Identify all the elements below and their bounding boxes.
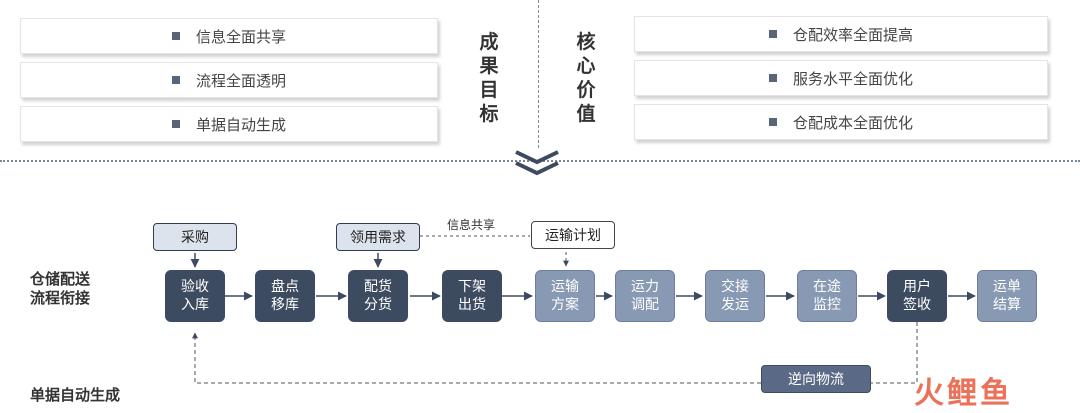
goal-heading-char: 标 [479, 103, 499, 125]
goal-heading-char: 果 [479, 55, 499, 77]
value-card-label: 仓配效率全面提高 [792, 25, 913, 44]
value-card-label: 服务水平全面优化 [792, 69, 913, 88]
flow-node-picking: 配货 分货 [348, 270, 408, 322]
value-heading: 核 心 价 值 [571, 30, 601, 126]
bullet-icon [171, 32, 180, 40]
info-share-label: 信息共享 [447, 218, 496, 232]
goal-card-3: 单据自动生成 [20, 106, 438, 142]
goal-heading-char: 成 [479, 31, 499, 53]
bullet-icon [768, 30, 777, 38]
watermark-logo: 火鲤鱼 [914, 376, 1013, 411]
bullet-icon [768, 74, 777, 82]
goal-card-1: 信息全面共享 [20, 18, 438, 54]
transport-plan-label: 运输计划 [545, 228, 601, 244]
double-chevron-down-icon [515, 150, 559, 176]
flow-node-shipping: 下架 出货 [442, 270, 502, 322]
reverse-logistics-label: 逆向物流 [788, 372, 844, 388]
value-heading-char: 心 [576, 55, 596, 77]
value-card-3: 仓配成本全面优化 [634, 104, 1048, 140]
flow-node-tracking: 在途 监控 [797, 270, 857, 322]
flow-node-handover: 交接 发运 [705, 270, 765, 322]
requisition-label: 领用需求 [350, 230, 406, 246]
value-heading-char: 价 [576, 79, 596, 101]
goal-heading-char: 目 [479, 79, 499, 101]
bullet-icon [768, 118, 777, 126]
center-divider [538, 0, 539, 148]
doc-auto-label: 单据自动生成 [30, 386, 121, 404]
goal-heading: 成 果 目 标 [474, 30, 504, 126]
value-heading-char: 核 [576, 31, 596, 53]
goal-card-label: 信息全面共享 [195, 27, 286, 46]
value-card-label: 仓配成本全面优化 [792, 113, 913, 132]
value-card-1: 仓配效率全面提高 [634, 16, 1048, 52]
purchase-box: 采购 [153, 223, 237, 251]
bullet-icon [171, 76, 180, 84]
flow-node-receiving: 验收 入库 [165, 270, 225, 322]
purchase-label: 采购 [181, 230, 209, 246]
goal-card-label: 单据自动生成 [195, 115, 286, 134]
reverse-logistics-box: 逆向物流 [761, 365, 871, 393]
transport-plan-box: 运输计划 [531, 221, 615, 249]
requisition-box: 领用需求 [336, 223, 420, 251]
flow-node-capacity: 运力 调配 [615, 270, 675, 322]
value-heading-char: 值 [576, 103, 596, 125]
flow-node-transport-plan: 运输 方案 [535, 270, 595, 322]
flow-node-settlement: 运单 结算 [977, 270, 1037, 322]
warehouse-process-label: 仓储配送 流程衔接 [30, 270, 91, 307]
bullet-icon [171, 120, 180, 128]
flow-node-stocktake: 盘点 移库 [255, 270, 315, 322]
goal-card-2: 流程全面透明 [20, 62, 438, 98]
value-card-2: 服务水平全面优化 [634, 60, 1048, 96]
goal-card-label: 流程全面透明 [195, 71, 286, 90]
flow-node-signoff: 用户 签收 [887, 270, 947, 322]
